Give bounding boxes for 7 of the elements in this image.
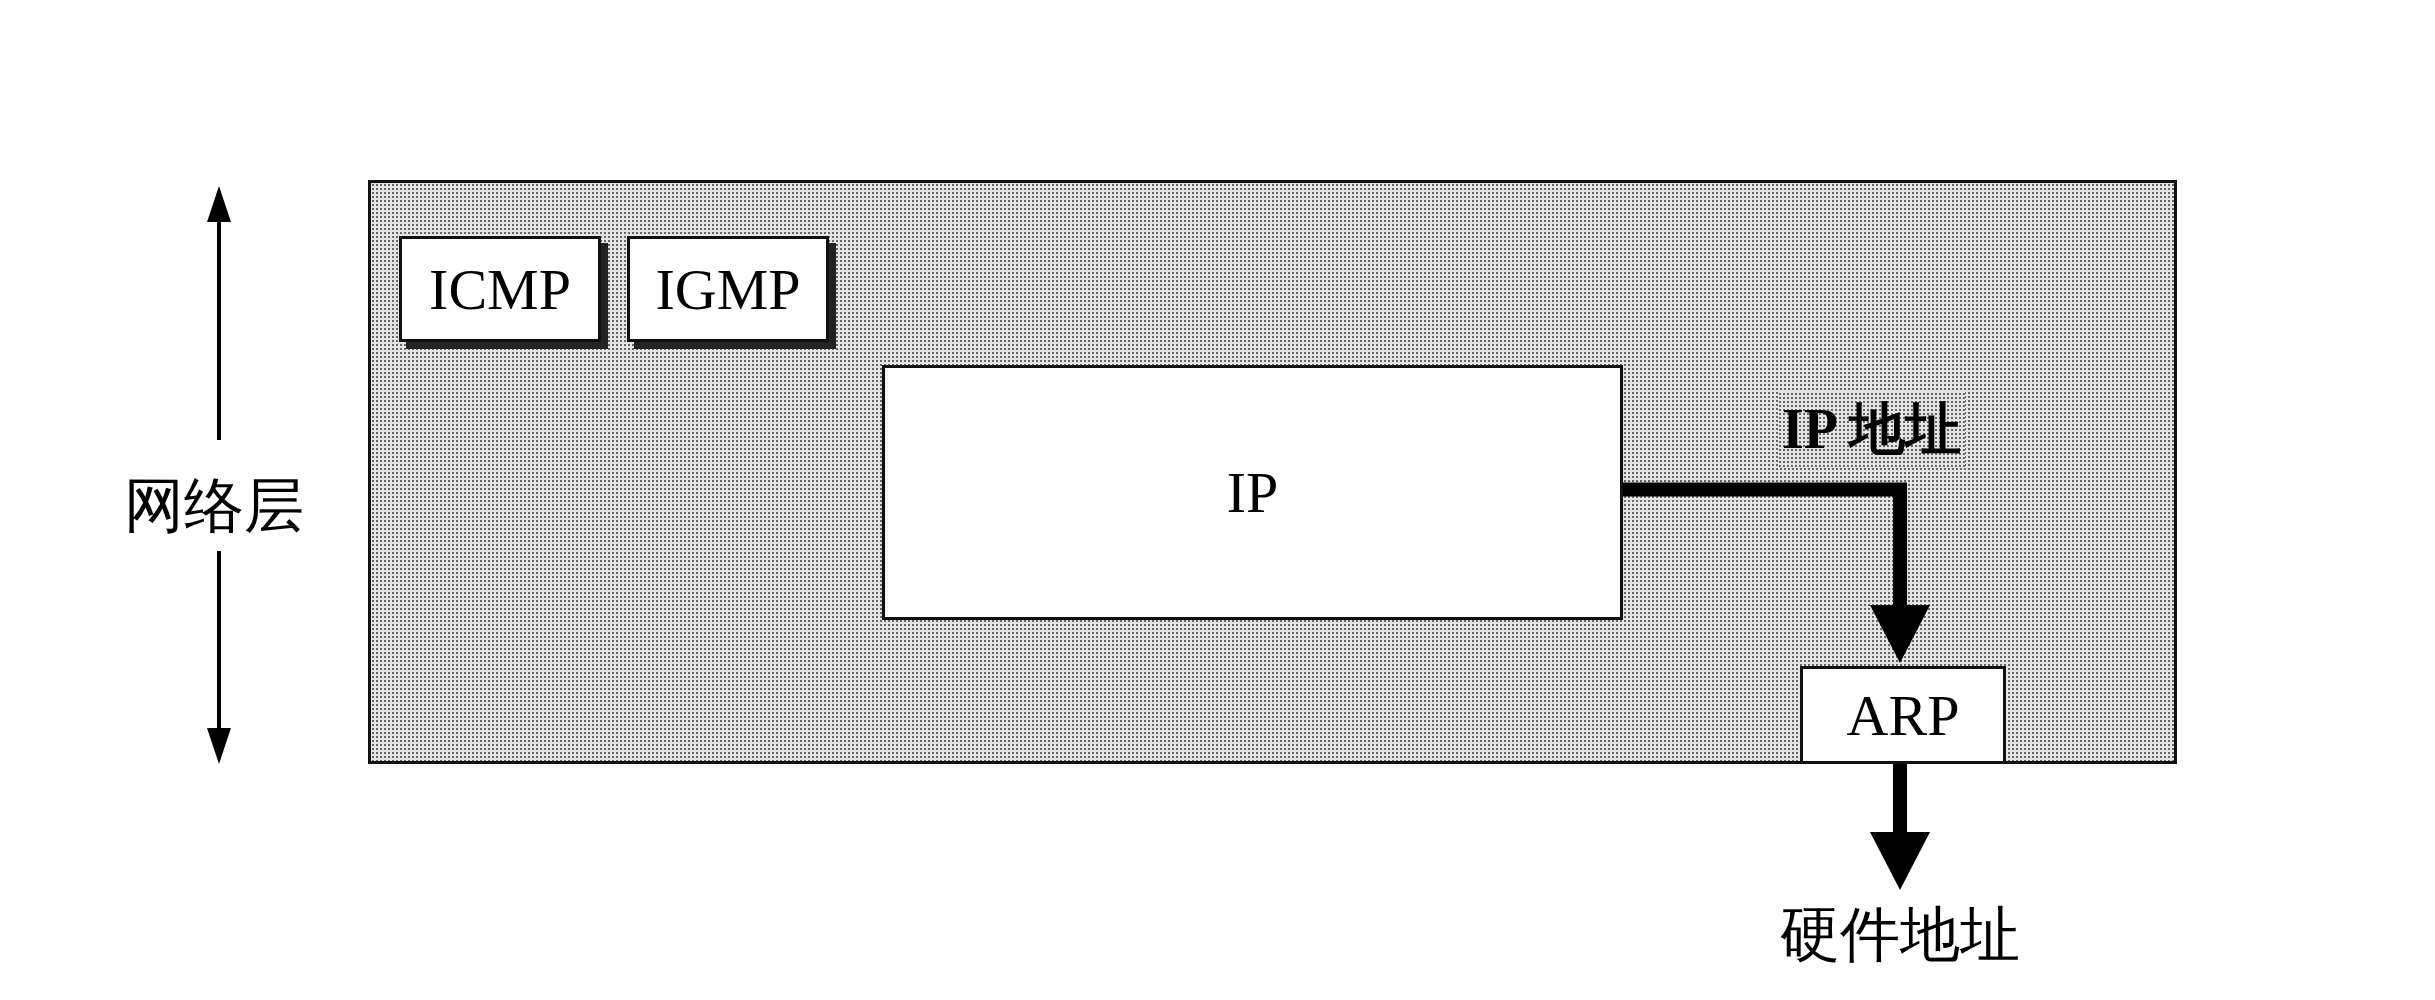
protocol-box: IP — [882, 365, 1623, 620]
arrow — [1620, 482, 1930, 663]
protocol-box: ARP — [1800, 666, 2006, 764]
layer-band — [368, 180, 2177, 764]
output-label: 硬件地址 — [1730, 890, 2070, 980]
edge-label: IP 地址 — [1778, 392, 1965, 468]
arrow — [1870, 761, 1930, 890]
